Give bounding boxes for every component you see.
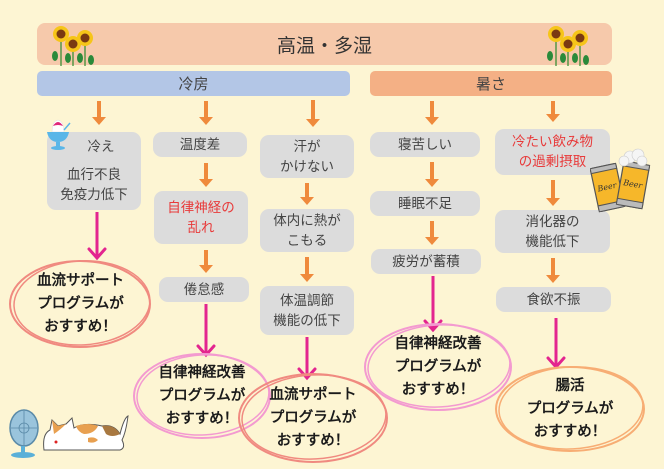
result-arrow <box>546 318 566 370</box>
sunflower-icon <box>547 26 589 66</box>
step-text: かけない <box>280 158 334 175</box>
step-box: 食欲不振 <box>496 287 611 312</box>
step-arrow <box>92 101 106 125</box>
recommendation-circle: 自律神経改善 プログラムが おすすめ！ <box>132 352 272 440</box>
result-arrow <box>87 212 107 261</box>
recommendation-text: 自律神経改善 <box>158 364 246 381</box>
ring <box>9 260 151 348</box>
step-box-highlight: 自律神経の 乱れ <box>154 191 248 244</box>
recommendation-text: プログラムが <box>37 295 124 312</box>
recommendation-text: おすすめ！ <box>401 381 475 398</box>
recommendation-text: おすすめ！ <box>533 423 607 440</box>
recommendation-circle: 自律神経改善 プログラムが おすすめ！ <box>363 322 513 412</box>
step-text: 冷え <box>87 139 115 155</box>
fan-icon <box>9 409 39 458</box>
step-box: 温度差 <box>153 132 247 157</box>
step-box: 睡眠不足 <box>370 191 480 216</box>
step-text: 食欲不振 <box>526 291 581 308</box>
step-box: 冷え 血行不良 免疫力低下 <box>47 132 141 210</box>
shaved-ice-icon <box>47 119 71 150</box>
step-arrow <box>199 250 213 273</box>
step-arrow <box>425 162 439 187</box>
recommendation-text: 腸活 <box>555 377 585 394</box>
step-text: 冷たい飲み物 <box>512 134 593 150</box>
step-text: 血行不良 <box>67 167 121 183</box>
recommendation-text: 血流サポート <box>269 386 357 403</box>
step-arrow <box>546 101 560 122</box>
cat-icon <box>43 415 129 451</box>
step-arrow <box>300 257 314 282</box>
step-box: 倦怠感 <box>159 277 249 302</box>
recommendation-circle: 血流サポート プログラムが おすすめ！ <box>8 258 153 350</box>
step-text: こもる <box>286 232 328 249</box>
step-text: 温度差 <box>179 136 221 153</box>
recommendation-circle: 血流サポート プログラムが おすすめ！ <box>237 372 389 464</box>
category-heat-label: 暑さ <box>475 75 506 93</box>
step-text: 倦怠感 <box>183 281 225 298</box>
step-text: の過剰摂取 <box>518 154 587 170</box>
step-text: 寝苦しい <box>398 136 452 153</box>
step-arrow <box>546 180 560 206</box>
step-arrow <box>425 221 439 245</box>
recommendation-text: プログラムが <box>269 409 357 426</box>
step-box: 汗が かけない <box>260 135 354 178</box>
step-box-highlight: 冷たい飲み物 の過剰摂取 <box>495 129 610 175</box>
step-box: 寝苦しい <box>370 132 480 157</box>
step-text: 乱れ <box>187 219 215 236</box>
recommendation-text: プログラムが <box>526 400 614 417</box>
step-arrow <box>425 101 439 125</box>
category-cooling-label: 冷房 <box>178 75 209 93</box>
step-arrow <box>300 183 314 205</box>
category-cooling: 冷房 <box>37 71 350 96</box>
recommendation-text: おすすめ！ <box>44 318 117 335</box>
step-box: 疲労が蓄積 <box>371 249 481 274</box>
step-text: 免疫力低下 <box>60 187 128 203</box>
title-banner: 高温・多湿 <box>37 23 612 65</box>
recommendation-text: プログラムが <box>394 358 482 375</box>
recommendation-text: 血流サポート <box>37 272 124 289</box>
step-text: 消化器の <box>525 213 580 230</box>
category-heat: 暑さ <box>370 71 612 96</box>
step-box: 消化器の 機能低下 <box>495 210 610 253</box>
beer-icon: Beer Beer <box>590 148 651 213</box>
recommendation-text: プログラムが <box>158 387 246 404</box>
recommendation-text: おすすめ！ <box>165 410 239 427</box>
recommendation-text: おすすめ！ <box>276 432 350 449</box>
step-text: 機能の低下 <box>273 312 341 329</box>
step-text: 体内に熱が <box>273 212 341 229</box>
step-text: 睡眠不足 <box>398 195 452 212</box>
step-box: 体内に熱が こもる <box>260 209 354 252</box>
step-text: 機能低下 <box>525 233 580 250</box>
recommendation-circle: 腸活 プログラムが おすすめ！ <box>494 364 646 454</box>
step-arrow <box>199 163 213 187</box>
step-text: 体温調節 <box>280 292 334 309</box>
step-text: 汗が <box>293 138 321 155</box>
step-text: 疲労が蓄積 <box>392 253 460 270</box>
step-text: 自律神経の <box>167 199 235 216</box>
recommendation-text: 自律神経改善 <box>394 335 482 352</box>
page-title: 高温・多湿 <box>276 34 372 57</box>
result-arrow <box>196 304 216 358</box>
svg-text:Beer: Beer <box>621 178 644 191</box>
step-arrow <box>546 258 560 283</box>
svg-text:Beer: Beer <box>596 181 619 194</box>
step-box: 体温調節 機能の低下 <box>260 286 354 335</box>
sunflower-icon <box>52 26 94 66</box>
step-arrow <box>199 101 213 125</box>
step-arrow <box>306 100 320 127</box>
